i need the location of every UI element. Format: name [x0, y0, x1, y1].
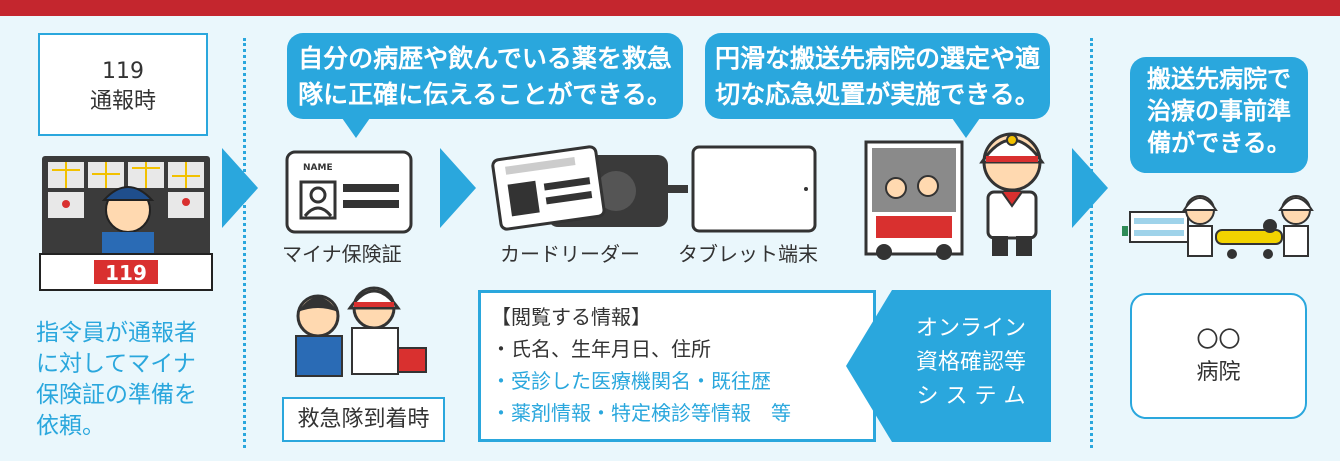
info-title: 【閲覧する情報】	[491, 305, 651, 329]
info-line-medication: ・薬剤情報・特定検診等情報 等	[491, 401, 791, 425]
system-label-line: オンライン	[915, 316, 1026, 341]
card-name-tag: NAME	[303, 163, 333, 173]
bubble-line: 円滑な搬送先病院の選定や適	[715, 44, 1041, 73]
hospital-label: 病院	[1196, 360, 1241, 385]
hospital-box: 〇〇 病院	[1130, 293, 1307, 419]
hospital-transport-illustration	[1120, 188, 1322, 264]
dispatcher-illustration: 119	[36, 152, 216, 292]
ambulance-crew-illustration	[862, 128, 1062, 263]
arrival-label: 救急隊到着時	[297, 407, 430, 432]
bubble-tail	[952, 118, 980, 138]
flow-arrow	[440, 148, 476, 228]
benefit-bubble-3: 搬送先病院で 治療の事前準 備ができる。	[1130, 57, 1308, 173]
bubble-line: 隊に正確に伝えることができる。	[298, 80, 672, 109]
bubble-line: 搬送先病院で	[1147, 65, 1291, 93]
dispatcher-note-line: 依頼。	[36, 413, 105, 439]
system-label-line: シ ス テ ム	[916, 384, 1026, 409]
section-divider	[243, 38, 246, 448]
insurance-card-icon: NAME	[285, 150, 413, 234]
bubble-line: 備ができる。	[1147, 129, 1291, 157]
desk-label: 119	[105, 261, 147, 285]
viewable-info-box: 【閲覧する情報】 ・氏名、生年月日、住所 ・受診した医療機関名・既往歴 ・薬剤情…	[478, 290, 876, 442]
dispatcher-note: 指令員が通報者 に対してマイナ 保険証の準備を 依頼。	[36, 318, 236, 442]
call-time-label: 通報時	[89, 89, 156, 114]
flow-arrow	[222, 148, 258, 228]
section-divider	[1090, 38, 1093, 448]
arrival-label-box: 救急隊到着時	[282, 397, 445, 442]
paramedic-arrival-illustration	[290, 278, 430, 378]
benefit-bubble-1: 自分の病歴や飲んでいる薬を救急 隊に正確に伝えることができる。	[287, 33, 683, 119]
bubble-line: 切な応急処置が実施できる。	[715, 80, 1040, 109]
bubble-tail	[342, 118, 370, 138]
reader-caption: カードリーダー	[500, 242, 640, 266]
dispatcher-note-line: 指令員が通報者	[36, 320, 197, 346]
tablet-caption: タブレット端末	[678, 242, 818, 266]
call-time-box: 119 通報時	[38, 33, 208, 136]
dispatcher-note-line: 保険証の準備を	[36, 382, 197, 408]
bubble-line: 治療の事前準	[1147, 97, 1291, 125]
dispatcher-note-line: に対してマイナ	[36, 351, 196, 377]
flow-arrow	[1072, 148, 1108, 228]
card-reader-tablet-illustration	[488, 135, 818, 235]
call-number: 119	[102, 59, 144, 84]
online-qualification-system: オンライン 資格確認等 シ ス テ ム	[846, 290, 1051, 442]
info-line-history: ・受診した医療機関名・既往歴	[491, 369, 771, 393]
info-line-basic: ・氏名、生年月日、住所	[491, 337, 711, 361]
header-bar	[0, 0, 1340, 16]
hospital-name: 〇〇	[1196, 328, 1241, 353]
system-label-line: 資格確認等	[915, 350, 1026, 375]
card-caption: マイナ保険証	[282, 242, 402, 266]
bubble-line: 自分の病歴や飲んでいる薬を救急	[298, 44, 672, 73]
benefit-bubble-2: 円滑な搬送先病院の選定や適 切な応急処置が実施できる。	[705, 33, 1050, 119]
